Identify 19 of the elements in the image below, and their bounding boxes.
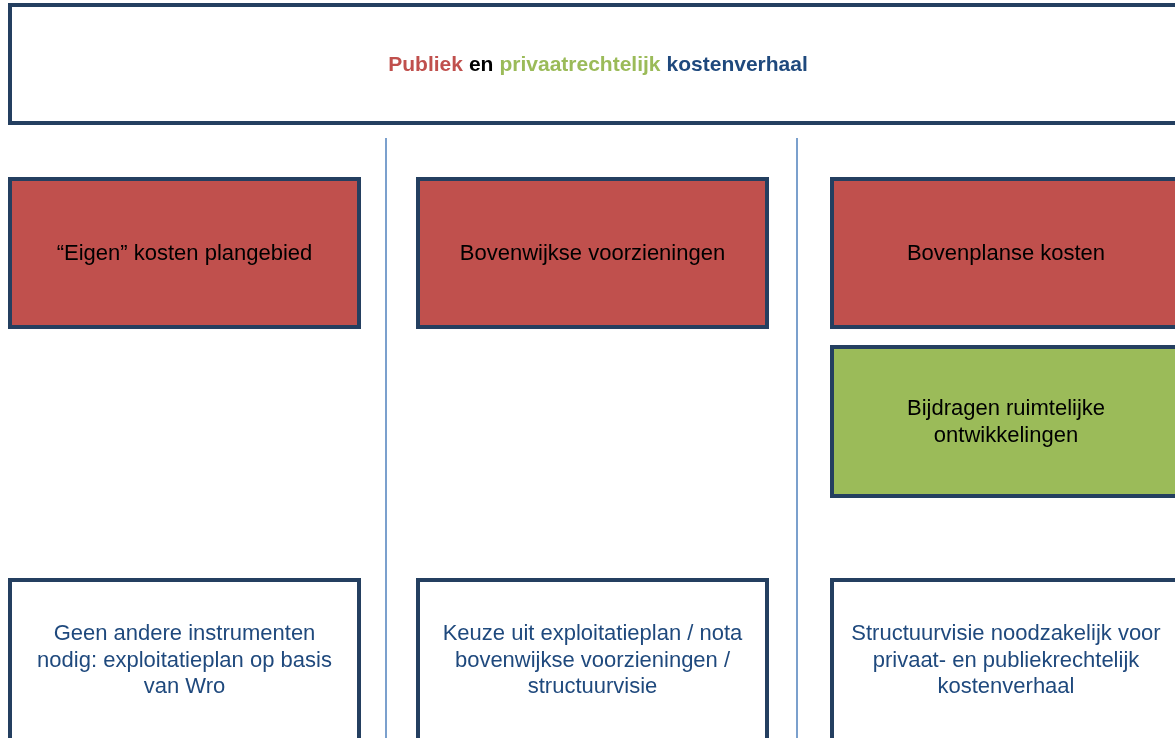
box-text: “Eigen” kosten plangebied	[55, 239, 314, 267]
title-word: privaatrechtelijk	[499, 51, 661, 77]
box-text: Geen andere instrumenten nodig: exploitatieplan op basis van Wro	[36, 620, 333, 700]
instrument-box	[8, 578, 361, 738]
cost-category-box	[830, 177, 1175, 329]
box-text: Structuurvisie noodzakelijk voor privaat- en publiekrechtelijk kostenverhaal	[851, 620, 1161, 700]
box-text: Bijdragen ruimtelijke ontwikkelingen	[905, 395, 1107, 448]
box-text: Bovenplanse kosten	[905, 239, 1107, 267]
contribution-box	[830, 345, 1175, 498]
cost-category-box	[416, 177, 769, 329]
box-text: Bovenwijkse voorzieningen	[458, 239, 727, 267]
title-box	[8, 3, 1175, 125]
cost-category-box	[8, 177, 361, 329]
title-word: en	[468, 51, 494, 77]
instrument-box	[830, 578, 1175, 738]
title-word: Publiek	[388, 51, 463, 77]
instrument-box	[416, 578, 769, 738]
box-text: Keuze uit exploitatieplan / nota bovenwijkse voorzieningen / structuurvisie	[441, 620, 744, 700]
title-word: kostenverhaal	[666, 51, 808, 77]
